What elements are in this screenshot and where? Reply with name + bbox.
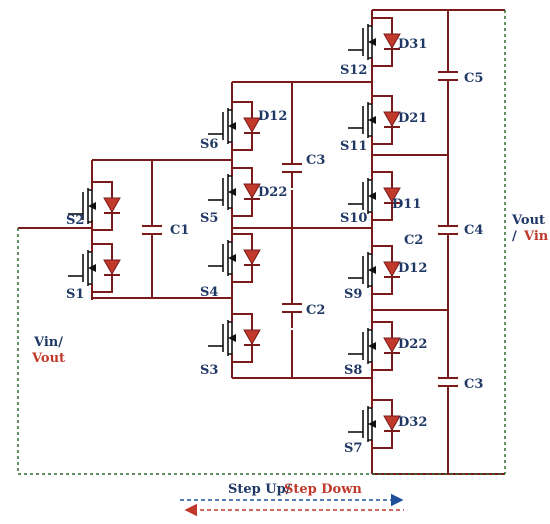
label-vout-left: Vout [31,351,65,366]
label-vin-right: Vin [523,229,549,244]
label-d22-cell3: D22 [398,337,427,352]
label-c2-right: C2 [404,233,423,248]
label-s5: S5 [200,211,218,226]
left-terminal-wire [17,228,505,475]
label-s7: S7 [344,441,362,456]
capacitor-c3-right-symbol [437,361,459,403]
label-s10: S10 [340,211,367,226]
label-d12-cell2: D12 [258,109,287,124]
label-d31: D31 [398,37,427,52]
label-d21: D21 [398,111,427,126]
label-step-down: Step Down [284,482,362,497]
capacitor-c1-symbol [141,209,163,251]
label-step-up: Step Up/ [228,482,291,497]
capacitor-c5-symbol [437,55,459,97]
label-d12-cell3: D12 [398,261,427,276]
label-s8: S8 [344,363,362,378]
label-s1: S1 [66,287,84,302]
label-d22-cell2: D22 [258,185,287,200]
capacitor-c4-symbol [437,209,459,251]
label-s9: S9 [344,287,362,302]
label-s12: S12 [340,63,367,78]
label-c3-right: C3 [464,377,483,392]
label-s4: S4 [200,285,218,300]
switch-s4-symbol [207,225,261,291]
label-s11: S11 [340,139,367,154]
label-c1: C1 [170,223,189,238]
label-s3: S3 [200,363,218,378]
label-vin-left: Vin/ [33,335,63,350]
label-c4: C4 [464,223,483,238]
capacitor-c2-mid-symbol [281,287,303,329]
label-c2-mid: C2 [306,303,325,318]
switch-s3-symbol [207,305,261,371]
label-c3-mid: C3 [306,153,325,168]
cell3-wiring [371,9,505,475]
label-d32: D32 [398,415,427,430]
label-c5: C5 [464,71,483,86]
label-s2: S2 [66,213,84,228]
label-d11: D11 [392,197,421,212]
label-slash-right: / [512,229,517,244]
label-vout-right: Vout [511,213,545,228]
label-s6: S6 [200,137,218,152]
capacitor-c3-mid-symbol [281,147,303,189]
cell1-wiring [18,159,232,299]
